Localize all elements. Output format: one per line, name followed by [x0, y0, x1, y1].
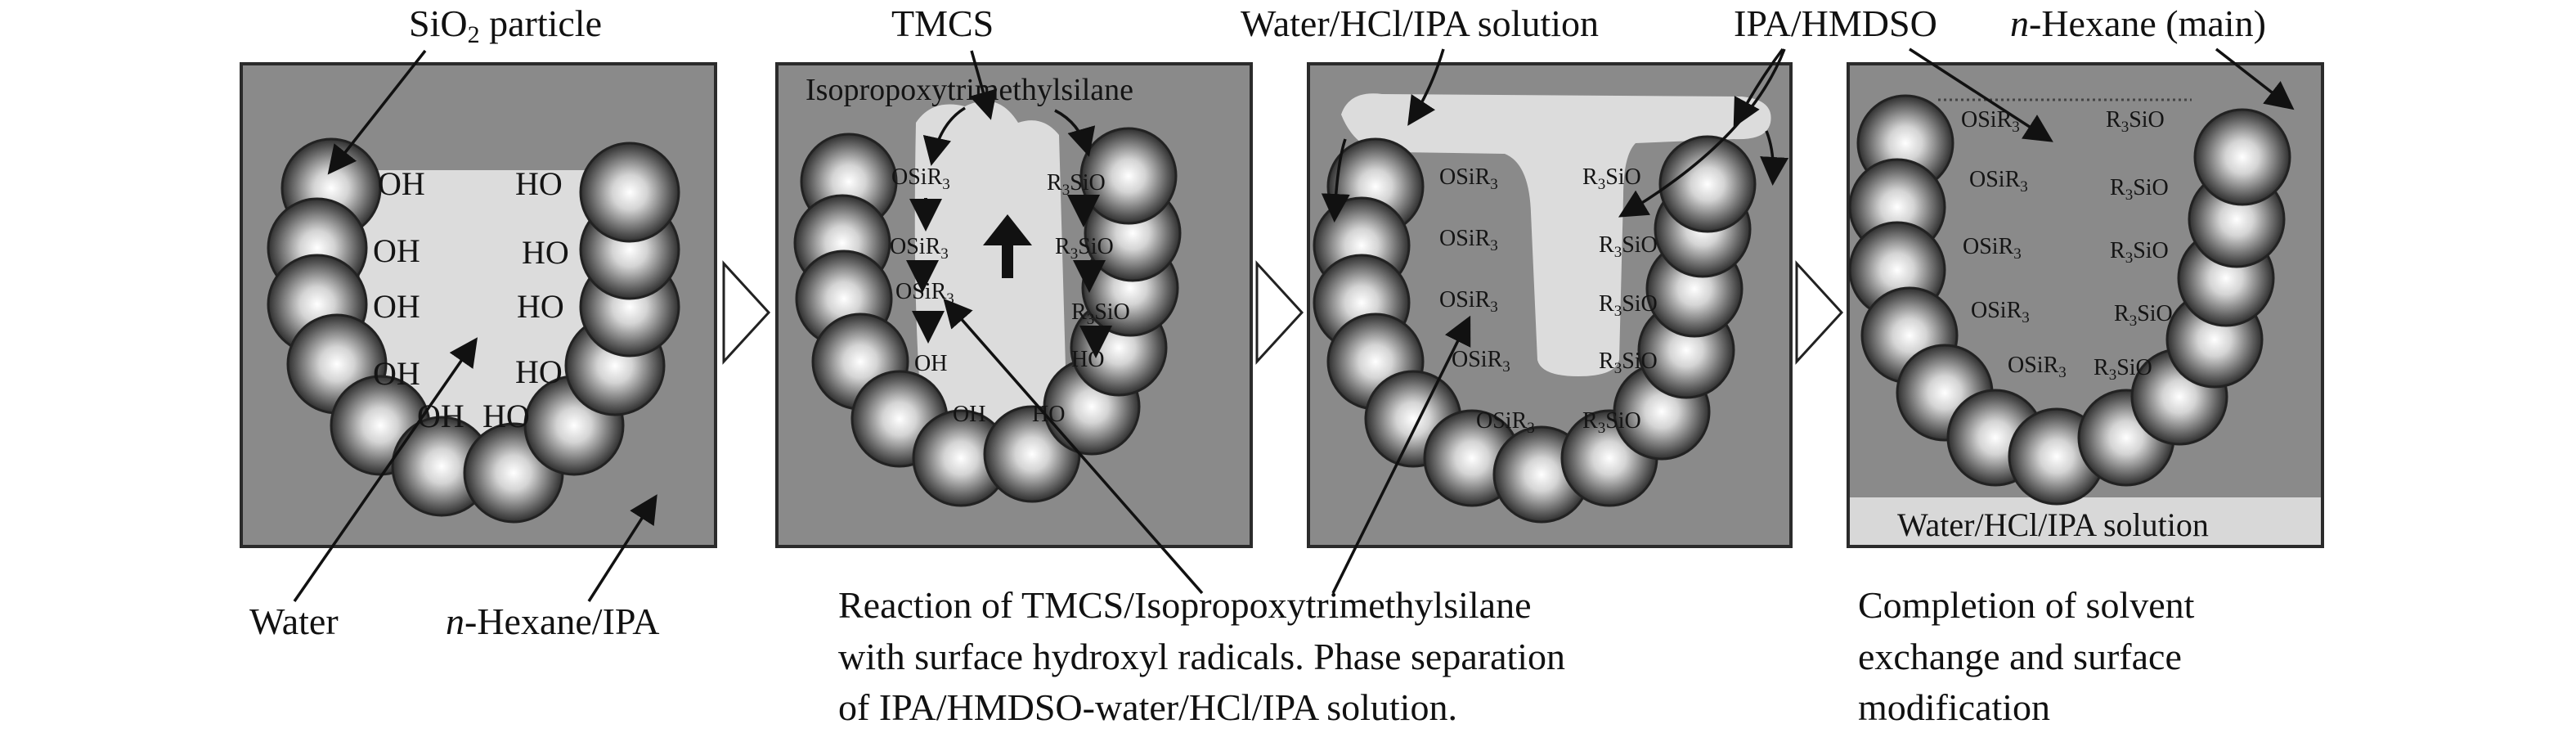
ho-label: HO — [515, 353, 563, 390]
osir3-label: OSiR3 — [890, 234, 949, 263]
osir3-label: OSiR3 — [1439, 164, 1498, 193]
osir3-label: OSiR3 — [1963, 234, 2022, 263]
panel-3-phase-separation-region — [1341, 93, 1771, 377]
oh-label: OH — [373, 355, 420, 392]
ho-label: HO — [522, 234, 569, 271]
osir3-label: OSiR3 — [1969, 167, 2028, 196]
upward-flow-arrow — [983, 214, 1032, 278]
arrow-ipa-hmdso-t — [1618, 48, 1786, 218]
r3sio-label: R3SiO — [1599, 291, 1658, 320]
panel-1: OH OH OH OH OH HO HO HO HO HO — [240, 62, 717, 548]
ho-label: HO — [515, 165, 563, 202]
sio2-particle-label: SiO2 particle — [409, 2, 602, 48]
panel-2: Isopropoxytrimethylsilane OSiR3OSiR3OSiR… — [775, 62, 1253, 548]
osir3-label: OSiR3 — [1439, 287, 1498, 316]
osir3-label: OSiR3 — [1476, 408, 1535, 437]
oh-label: OH — [914, 351, 947, 376]
step-arrow-3 — [1795, 260, 1844, 365]
panel-1-hydroxyl-labels: OH OH OH OH OH HO HO HO HO HO — [373, 165, 569, 434]
n-hexane-main-label: n-Hexane (main) — [2010, 2, 2266, 44]
tmcs-label: TMCS — [891, 2, 994, 44]
r3sio-label: R3SiO — [1055, 234, 1114, 263]
osir3-label: OSiR3 — [1439, 226, 1498, 254]
oh-label: OH — [373, 288, 420, 325]
r3sio-label: R3SiO — [2094, 355, 2152, 384]
arrow-ipa-hmdso-panel4 — [1909, 47, 2053, 142]
r3sio-label: R3SiO — [2110, 238, 2169, 267]
osir3-label: OSiR3 — [1961, 107, 2020, 136]
r3sio-label: R3SiO — [1071, 299, 1130, 328]
ho-label: HO — [482, 398, 530, 434]
panel-3-surface-labels: OSiR3OSiR3OSiR3OSiR3OSiR3R3SiOR3SiOR3SiO… — [1439, 164, 1658, 437]
completion-caption-line: exchange and surface — [1858, 636, 2182, 677]
oh-label: OH — [373, 232, 420, 269]
osir3-label: OSiR3 — [891, 164, 950, 193]
water-hcl-ipa-band-label: Water/HCl/IPA solution — [1897, 506, 2209, 543]
ho-label: HO — [1071, 347, 1104, 372]
arrow-tmcs — [969, 50, 998, 120]
r3sio-label: R3SiO — [1599, 232, 1658, 261]
osir3-label: OSiR3 — [1452, 347, 1510, 375]
osir3-label: OSiR3 — [2008, 353, 2067, 381]
r3sio-label: R3SiO — [2106, 107, 2165, 136]
water-hcl-ipa-band — [1850, 497, 2321, 545]
r3sio-label: R3SiO — [1582, 164, 1641, 193]
water-label: Water — [249, 600, 339, 642]
panel-3: OSiR3OSiR3OSiR3OSiR3OSiR3R3SiOR3SiOR3SiO… — [1307, 62, 1793, 548]
completion-caption: Completion of solvent exchange and surfa… — [1858, 584, 2195, 728]
step-arrow-1 — [722, 260, 771, 365]
arrow-isopropoxy-right — [1054, 109, 1096, 157]
arrow-flow-left-panel3 — [1321, 138, 1350, 223]
completion-caption-line: Completion of solvent — [1858, 584, 2195, 626]
panel-4-surface-labels: OSiR3OSiR3OSiR3OSiR3OSiR3R3SiOR3SiOR3SiO… — [1961, 107, 2173, 384]
ho-label: HO — [517, 288, 564, 325]
reaction-caption: Reaction of TMCS/Isopropoxytrimethylsila… — [838, 584, 1565, 728]
isopropoxytrimethylsilane-label: Isopropoxytrimethylsilane — [806, 73, 1133, 107]
arrow-ipa-hmdso-top — [1733, 47, 1784, 128]
r3sio-label: R3SiO — [1582, 408, 1641, 437]
r3sio-label: R3SiO — [2110, 175, 2169, 204]
arrow-isopropoxy-left — [922, 106, 966, 166]
reaction-caption-line: of IPA/HMDSO-water/HCl/IPA solution. — [838, 686, 1457, 728]
sio2-particle — [1658, 135, 1757, 233]
panel-2-liquid-region — [914, 101, 1067, 434]
ipa-hmdso-label: IPA/HMDSO — [1734, 2, 1937, 44]
panel-4: Water/HCl/IPA solution OSiR3OSiR3OSiR3OS… — [1847, 62, 2324, 548]
oh-label: OH — [417, 398, 464, 434]
oh-label: OH — [953, 402, 985, 427]
step-arrow-2 — [1255, 260, 1304, 365]
n-hexane-ipa-label: n-Hexane/IPA — [446, 600, 659, 642]
arrow-reaction-to-panel2 — [943, 298, 1204, 595]
reaction-caption-line: with surface hydroxyl radicals. Phase se… — [838, 636, 1565, 677]
arrow-sio2-to-particle — [327, 49, 427, 175]
arrow-flow-right-panel3 — [1760, 130, 1789, 186]
pointer-arrows — [293, 47, 2295, 602]
osir3-label: OSiR3 — [1971, 298, 2030, 326]
sio2-particle — [1079, 127, 1178, 225]
arrow-hexane-main — [2215, 47, 2295, 110]
panel-4-particles — [1848, 94, 2291, 506]
water-hcl-ipa-solution-label: Water/HCl/IPA solution — [1241, 2, 1599, 44]
arrow-hexane-ipa — [587, 494, 657, 602]
sio2-particle — [579, 142, 680, 243]
r3sio-label: R3SiO — [1599, 349, 1658, 377]
panel-1-particles — [267, 137, 680, 524]
sio2-particle — [2193, 108, 2291, 206]
arrow-water-hcl-ipa — [1407, 48, 1445, 126]
reaction-caption-line: Reaction of TMCS/Isopropoxytrimethylsila… — [838, 584, 1532, 626]
r3sio-label: R3SiO — [2114, 301, 2173, 330]
arrow-water-to-region — [293, 337, 478, 602]
r3sio-label: R3SiO — [1047, 170, 1106, 199]
completion-caption-line: modification — [1858, 686, 2050, 728]
oh-label: OH — [378, 165, 425, 202]
panel-2-particles — [793, 127, 1182, 507]
panel-1-water-region — [360, 170, 589, 442]
osir3-label: OSiR3 — [895, 279, 954, 308]
arrow-reaction-to-panel3 — [1331, 315, 1471, 594]
